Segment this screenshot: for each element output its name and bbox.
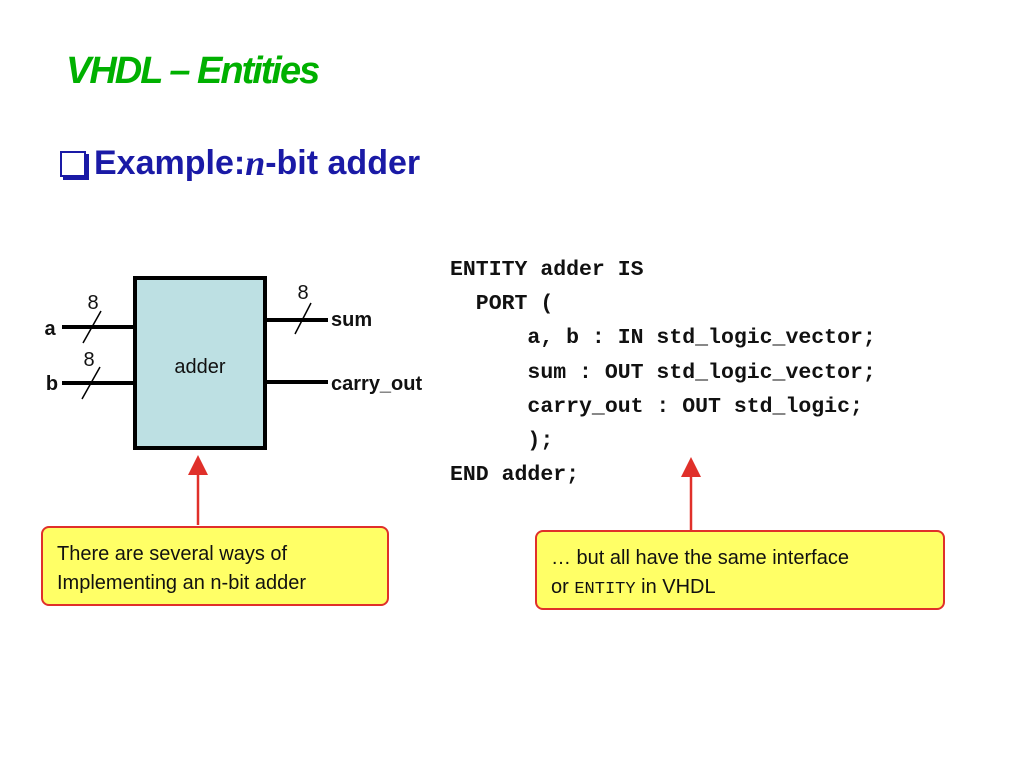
input-a-label: a [44, 318, 56, 340]
input-b-width: 8 [83, 349, 94, 371]
code-line: carry_out : OUT std_logic; [450, 394, 863, 419]
bus-slash-sum [294, 302, 312, 335]
bullet-variable: n [245, 143, 266, 183]
bullet-prefix: Example: [94, 143, 246, 182]
bullet-example: Example: n-bit adder [60, 142, 420, 184]
vhdl-code-block: ENTITY adder IS PORT ( a, b : IN std_log… [450, 253, 876, 492]
input-b-label: b [46, 373, 58, 395]
slide-title: VHDL – Entities [66, 50, 320, 92]
code-line: PORT ( [450, 292, 554, 317]
callout-left-line1: There are several ways of [57, 543, 288, 565]
bus-slash-a [82, 310, 102, 344]
input-a-width: 8 [87, 292, 98, 314]
code-line: ); [450, 429, 554, 454]
callout-same-interface: … but all have the same interface or ENT… [535, 530, 945, 610]
callout-right-line2: or ENTITY in VHDL [551, 573, 929, 604]
checkbox-bullet-icon [60, 151, 86, 177]
adder-block [133, 276, 267, 450]
callout-several-ways: There are several ways of Implementing a… [41, 526, 389, 606]
code-line: sum : OUT std_logic_vector; [450, 360, 876, 385]
output-sum-label: sum [331, 309, 372, 331]
callout-right-line1: … but all have the same interface [551, 547, 849, 569]
code-line: ENTITY adder IS [450, 258, 644, 282]
code-line: END adder; [450, 463, 580, 488]
adder-block-label: adder [174, 356, 225, 378]
callout-left-line2: Implementing an n-bit adder [57, 572, 307, 594]
output-sum-width: 8 [297, 282, 308, 304]
bullet-suffix: -bit adder [265, 143, 421, 182]
callout-right-prefix: or [551, 576, 575, 598]
callout-right-suffix: in VHDL [635, 576, 716, 598]
output-carry-label: carry_out [331, 373, 422, 395]
code-line: a, b : IN std_logic_vector; [450, 326, 876, 351]
callout-right-code: ENTITY [574, 580, 636, 599]
bus-slash-b [81, 366, 101, 400]
